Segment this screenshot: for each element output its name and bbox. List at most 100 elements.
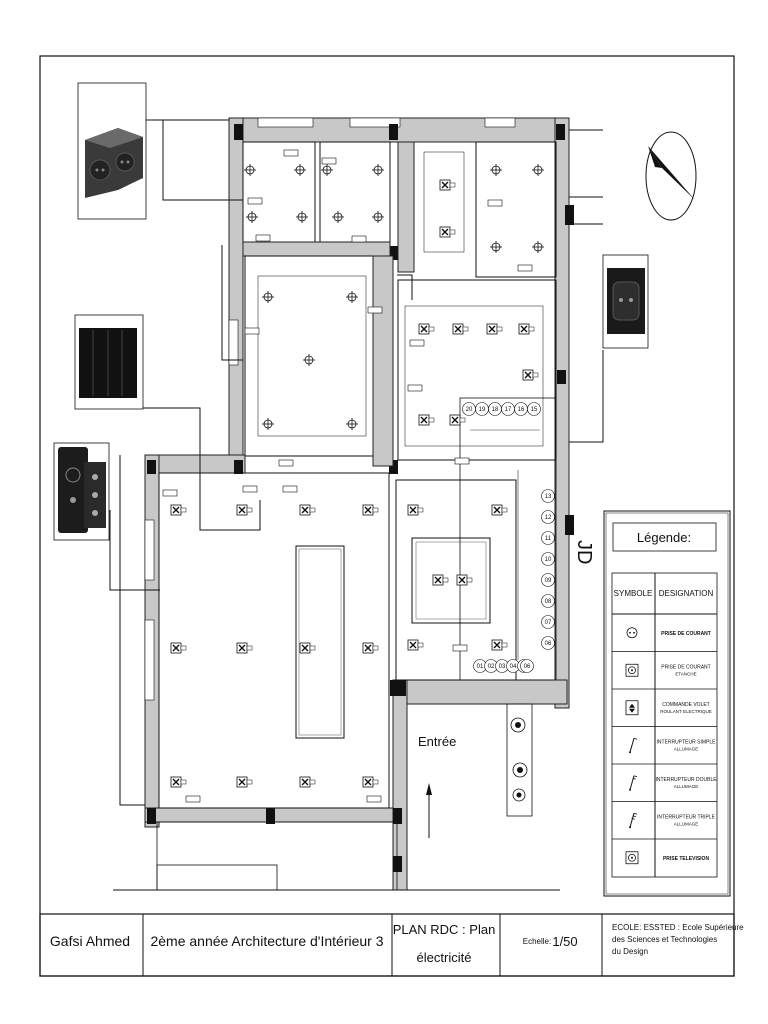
spot-light-icon — [170, 776, 187, 788]
stair-step: 09 — [541, 573, 555, 587]
school-line3: du Design — [612, 947, 648, 956]
svg-text:06: 06 — [545, 641, 552, 647]
wall-east — [554, 117, 570, 709]
height-tag — [283, 149, 299, 157]
light-point-icon — [372, 211, 384, 223]
svg-text:18: 18 — [492, 407, 499, 413]
stair-step: 06 — [520, 659, 534, 673]
svg-text:01: 01 — [477, 664, 484, 670]
spot-light-icon — [299, 642, 316, 654]
svg-text:12: 12 — [545, 515, 552, 521]
spot-light-icon — [486, 323, 503, 335]
school-line1: ECOLE: ESSTED : Ecole Supérieure — [612, 923, 744, 932]
product-photo-single-socket — [602, 254, 649, 349]
svg-text:15: 15 — [531, 407, 538, 413]
north-label: JD — [573, 540, 595, 564]
author-name: Gafsi Ahmed — [50, 933, 130, 949]
light-point-icon — [532, 241, 544, 253]
legend-panel: Légende: SYMBOLE DESIGNATION PRISE DE CO… — [603, 510, 731, 897]
course-name: 2ème année Architecture d'Intérieur 3 — [150, 933, 383, 949]
svg-text:03: 03 — [499, 664, 506, 670]
svg-text:02: 02 — [488, 664, 495, 670]
legend-designation-sub: ROULANT ELECTRIQUE — [660, 709, 711, 714]
spot-light-icon — [439, 226, 456, 238]
wall-west-step — [144, 454, 246, 474]
spot-light-icon — [407, 504, 424, 516]
legend-designation-sub: ALLUMAGE — [674, 821, 699, 826]
light-point-icon — [262, 291, 274, 303]
legend-designation: COMMANDE VOLET — [662, 702, 710, 708]
stair-step: 12 — [541, 510, 555, 524]
light-point-icon — [246, 211, 258, 223]
legend-designation: PRISE DE COURANT — [661, 664, 710, 670]
stair-step: 18 — [488, 402, 502, 416]
height-tag — [517, 264, 533, 272]
light-point-icon — [321, 164, 333, 176]
waterproof-socket-icon — [625, 663, 639, 677]
socket-icon — [626, 627, 638, 639]
drawing-title-line1: PLAN RDC : Plan — [393, 922, 496, 937]
light-point-icon — [303, 354, 315, 366]
plant-icon — [510, 717, 528, 802]
legend-designation: PRISE DE COURANT — [661, 631, 711, 637]
double-switch-icon — [629, 775, 638, 791]
triple-switch-icon — [629, 812, 638, 829]
entrance-label: Entrée — [418, 734, 456, 749]
light-point-icon — [294, 164, 306, 176]
spot-light-icon — [491, 504, 508, 516]
stair-step: 07 — [541, 615, 555, 629]
height-tag — [367, 306, 383, 314]
legend-designation: INTERRUPTEUR DOUBLE — [655, 777, 717, 783]
svg-text:10: 10 — [545, 557, 552, 563]
product-photo-smart-switch — [53, 442, 110, 541]
height-tag — [247, 197, 263, 205]
stair-step: 20 — [462, 402, 476, 416]
spot-light-icon — [362, 504, 379, 516]
svg-text:08: 08 — [545, 599, 552, 605]
legend-row: PRISE DE COURANT — [626, 627, 711, 639]
height-tag — [454, 457, 470, 465]
stair-step: 08 — [541, 594, 555, 608]
spot-light-icon — [236, 642, 253, 654]
school-line2: des Sciences et Technologies — [612, 935, 717, 944]
entrance-arrow — [426, 783, 432, 838]
svg-text:16: 16 — [518, 407, 525, 413]
spot-light-icon — [299, 504, 316, 516]
height-tag — [162, 489, 178, 497]
legend-designation-sub: ETANCHE — [675, 671, 696, 676]
spot-light-icon — [432, 574, 449, 586]
spot-light-icon — [456, 574, 473, 586]
height-tag — [409, 339, 425, 347]
scale-label: Echelle: — [523, 937, 551, 946]
height-tag — [321, 157, 337, 165]
light-point-icon — [372, 164, 384, 176]
svg-text:04: 04 — [510, 664, 517, 670]
spot-light-icon — [299, 776, 316, 788]
light-point-icon — [332, 211, 344, 223]
wall-entrance-top — [406, 679, 568, 705]
legend-title: Légende: — [637, 530, 691, 545]
height-tag — [244, 327, 260, 335]
height-tag — [366, 795, 382, 803]
spot-light-icon — [236, 504, 253, 516]
height-tag — [282, 485, 298, 493]
stair-step: 10 — [541, 552, 555, 566]
svg-text:11: 11 — [545, 536, 552, 542]
stair-step: 16 — [514, 402, 528, 416]
stair-step: 06 — [541, 636, 555, 650]
svg-text:13: 13 — [545, 494, 552, 500]
spot-light-icon — [522, 369, 539, 381]
height-tag — [185, 795, 201, 803]
single-switch-icon — [629, 737, 638, 754]
spot-light-icon — [170, 642, 187, 654]
spot-light-icon — [407, 639, 424, 651]
stair-step: 13 — [541, 489, 555, 503]
legend-designation-sub: ALLUMAGE — [674, 746, 699, 751]
spot-light-icon — [236, 776, 253, 788]
legend-col-symbol: SYMBOLE — [614, 589, 653, 598]
height-tag — [242, 485, 258, 493]
